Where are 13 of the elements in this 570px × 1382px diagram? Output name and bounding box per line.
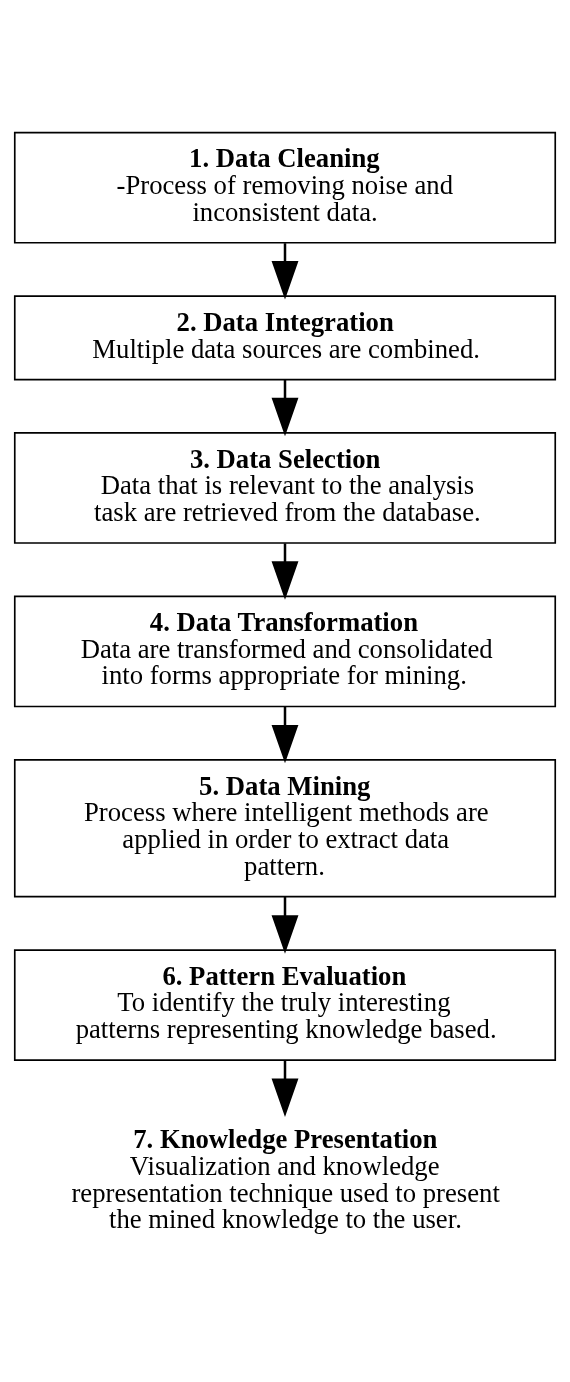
node-box: 5. Data Mining Process where intelligent methods are applied in order to extract data pattern. [13,758,557,897]
node-box: 1. Data Cleaning -Process of removing noise and inconsistent data. [13,131,557,244]
node-box: 2. Data Integration Multiple data sources are combined. [13,294,557,380]
arrow [271,896,299,954]
arrow [271,706,299,763]
node-box: 3. Data Selection Data that is relevant to the analysis task are retrieved from the database. [13,431,557,544]
arrow [271,1059,299,1117]
arrow [271,242,299,299]
node-box: 4. Data Transformation Data are transformed and consolidated into forms appropriate for mining. [13,595,557,707]
node-text: 7. Knowledge Presentation Visualization and knowledge representation technique used to present the mined knowledge to the user. [71,1123,500,1234]
arrow [271,379,299,436]
node-box: 6. Pattern Evaluation To identify the truly interesting patterns representing knowledge based. [13,948,557,1061]
arrow [271,542,299,600]
